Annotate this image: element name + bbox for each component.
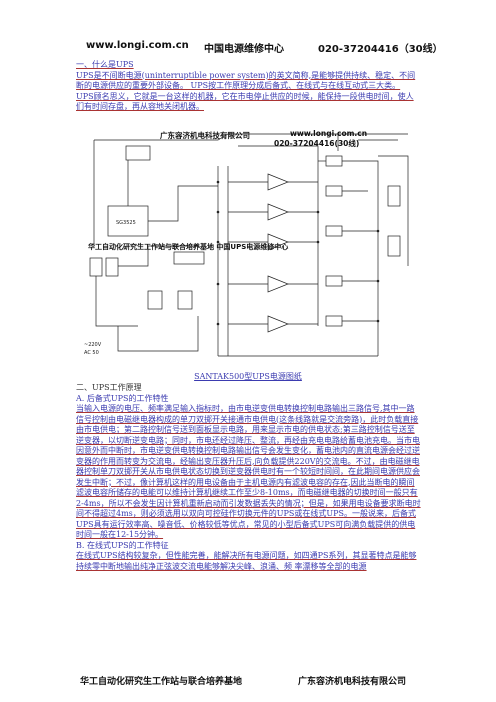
page-header: www.longi.com.cn 中国电源维修中心 020-37204416（3… — [0, 38, 496, 55]
schematic-nodes — [216, 180, 380, 326]
footer-right: 广东容济机电科技有限公司 — [298, 677, 407, 687]
schematic-caption: SANTAK500型UPS电源图纸 — [194, 372, 302, 381]
watermark-site: www.longi.com.cn — [290, 129, 367, 138]
paragraph-b: 在线式UPS结构较复杂，但性能完善，能解决所有电源问题，如四通PS系列，其显著特… — [76, 551, 417, 571]
paragraph-a: 当输入电源的电压、频率满足输入指标时，由市电逆变供电转换控制电路输出三路信号,其… — [76, 404, 421, 539]
watermark-company: 广东容济机电科技有限公司 — [160, 130, 250, 140]
intro-paragraph-2: UPS顾名思义，它就是一台这样的机器，它在市电停止供应的时候，能保持一段供电时间… — [76, 91, 414, 112]
header-center-title: 中国电源维修中心 — [204, 44, 284, 55]
subheading-a: A. 后备式UPS的工作特性 — [76, 393, 169, 403]
intro-section: 一、什么是UPS UPS是不间断电源(uninterruptible power… — [76, 60, 421, 113]
schematic-wires — [89, 133, 409, 357]
input-voltage-label: ~220V — [84, 342, 102, 348]
section2-heading: 二、UPS工作原理 — [76, 383, 142, 392]
header-phone: 020-37204416（30线） — [318, 44, 443, 55]
watermark-phone: 020-37204416(30线) — [274, 138, 359, 148]
subheading-b: B. 在线式UPS的工作特征 — [76, 540, 169, 550]
working-principle-section: 二、UPS工作原理 A. 后备式UPS的工作特性 当输入电源的电压、频率满足输入… — [76, 383, 421, 572]
ic-label: SG3525 — [116, 220, 136, 226]
santak-ups-schematic: SG3525 ~220V AC 50 广东容济机电科技有限公司 www.long… — [78, 126, 420, 368]
intro-paragraph-1: UPS是不间断电源(uninterruptible power system)的… — [76, 70, 416, 91]
page-footer: 华工自动化研究生工作站与联合培养基地 广东容济机电科技有限公司 — [0, 672, 496, 688]
header-website: www.longi.com.cn — [86, 40, 189, 51]
input-freq-label: AC 50 — [84, 350, 99, 356]
intro-heading: 一、什么是UPS — [76, 60, 134, 69]
watermark-base: 华工自动化研究生工作站与联合培养基地 中国UPS电源维修中心 — [88, 242, 288, 251]
footer-left: 华工自动化研究生工作站与联合培养基地 — [80, 677, 243, 687]
